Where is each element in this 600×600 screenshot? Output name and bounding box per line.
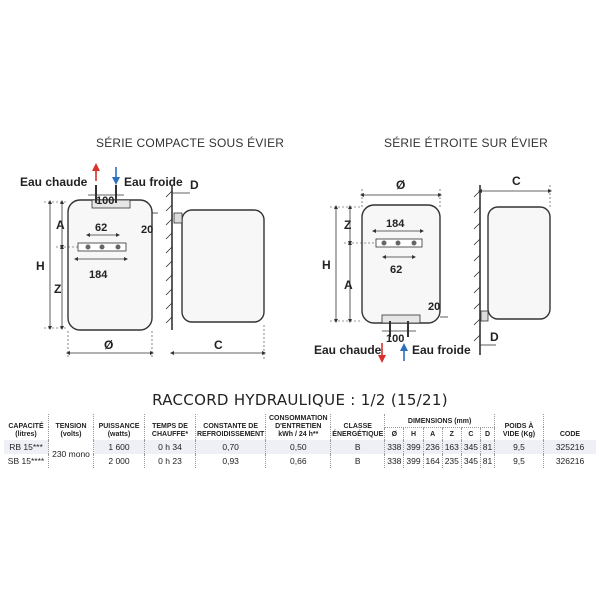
specs-table: CAPACITÉ (litres) TENSION (volts) PUISSA…	[4, 414, 596, 468]
th-consommation: CONSOMMATION D'ENTRETIEN kWh / 24 h**	[265, 414, 331, 440]
cell-puissance: 1 600	[93, 440, 145, 454]
right-diagram: Ø Eau chaude Eau froide 100 20 184 62 Z …	[314, 174, 552, 363]
cell-dim: 81	[480, 440, 495, 454]
th-classe: CLASSE ÉNERGÉTIQUE	[330, 414, 385, 440]
right-dim-h: H	[322, 258, 331, 272]
cell-poids: 9,5	[494, 440, 544, 454]
left-diagram-title: SÉRIE COMPACTE SOUS ÉVIER	[96, 136, 285, 150]
cell-dim: 81	[480, 454, 495, 468]
table-dim-header-row: Ø H A Z C D	[4, 427, 596, 440]
left-dim-184: 184	[89, 269, 108, 281]
cell-dim: 399	[403, 454, 424, 468]
left-hot-label: Eau chaude	[20, 175, 88, 189]
right-tank-bottom-band	[381, 314, 421, 324]
right-diagram-title: SÉRIE ÉTROITE SUR ÉVIER	[384, 136, 548, 150]
left-cold-label: Eau froide	[124, 175, 183, 189]
left-dim-z: Z	[54, 282, 61, 296]
table-header-row: CAPACITÉ (litres) TENSION (volts) PUISSA…	[4, 414, 596, 440]
right-dim-20: 20	[428, 301, 440, 313]
cell-constante: 0,93	[194, 454, 266, 468]
cell-dim: 338	[384, 454, 404, 468]
cell-dim: 163	[441, 440, 462, 454]
cell-dim: 345	[460, 454, 481, 468]
right-fitting-2	[395, 240, 401, 246]
right-dim-c: C	[512, 174, 521, 188]
cell-temps: 0 h 34	[144, 440, 196, 454]
cell-consommation: 0,50	[265, 440, 331, 454]
th-constante: CONSTANTE DE REFROIDISSEMENT	[194, 414, 266, 440]
right-fitting-3	[411, 240, 417, 246]
left-dim-h: H	[36, 259, 45, 273]
hydraulic-connection-subtitle: RACCORD HYDRAULIQUE : 1/2 (15/21)	[152, 391, 448, 409]
cell-dim: 345	[460, 440, 481, 454]
left-fitting-1	[85, 244, 91, 250]
left-dim-d: D	[190, 178, 199, 192]
cell-dim: 164	[422, 454, 443, 468]
cell-constante: 0,70	[194, 440, 266, 454]
th-dim-d: D	[480, 427, 495, 440]
left-dim-100: 100	[96, 195, 114, 207]
cell-consommation: 0,66	[265, 454, 331, 468]
th-dim-c: C	[460, 427, 481, 440]
cell-poids: 9,5	[494, 454, 544, 468]
left-dim-20: 20	[141, 224, 153, 236]
cell-puissance: 2 000	[93, 454, 145, 468]
th-tension: TENSION (volts)	[48, 414, 94, 440]
cell-capacite: RB 15***	[4, 440, 49, 454]
th-dim-z: Z	[441, 427, 462, 440]
th-dim-h: H	[403, 427, 424, 440]
right-tank-side	[487, 206, 551, 320]
right-fitting-1	[381, 240, 387, 246]
th-capacite: CAPACITÉ (litres)	[8, 423, 44, 438]
right-wall-hatch	[473, 190, 481, 342]
right-hot-label: Eau chaude	[314, 343, 382, 357]
th-dim-a: A	[422, 427, 443, 440]
cell-code: 325216	[543, 440, 596, 454]
cell-classe: B	[330, 440, 385, 454]
left-fitting-2	[99, 244, 105, 250]
left-dim-c: C	[214, 338, 223, 352]
cell-tension: 230 mono	[48, 440, 94, 468]
th-dimensions: DIMENSIONS (mm)	[384, 414, 495, 428]
right-dim-z: Z	[344, 218, 351, 232]
th-code: CODE	[543, 414, 596, 440]
th-poids: POIDS À VIDE (Kg)	[494, 414, 544, 440]
cell-temps: 0 h 23	[144, 454, 196, 468]
th-puissance: PUISSANCE (watts)	[93, 414, 145, 440]
left-dim-dia: Ø	[104, 338, 113, 352]
table-row: RB 15*** 230 mono 1 600 0 h 34 0,70 0,50…	[4, 440, 596, 468]
right-dim-62: 62	[390, 264, 402, 276]
left-tank-top-band	[91, 199, 131, 209]
right-cold-label: Eau froide	[412, 343, 471, 357]
left-tank-front	[67, 199, 153, 331]
left-diagram: Eau chaude Eau froide 100 20 62 184 A H …	[20, 163, 266, 359]
th-temps: TEMPS DE CHAUFFE*	[144, 414, 196, 440]
cell-dim: 235	[441, 454, 462, 468]
cell-code: 326216	[543, 454, 596, 468]
right-dim-a: A	[344, 278, 353, 292]
th-dim-dia: Ø	[384, 427, 404, 440]
table-row: SB 15**** 2 000 0 h 23 0,93 0,66 B 338 3…	[4, 454, 596, 468]
cell-classe: B	[330, 454, 385, 468]
left-tank-side	[181, 209, 265, 323]
right-tank-bracket	[480, 310, 489, 322]
right-dim-d: D	[490, 330, 499, 344]
left-fitting-3	[115, 244, 121, 250]
left-dim-a: A	[56, 218, 65, 232]
right-dim-dia: Ø	[396, 178, 405, 192]
left-dim-62: 62	[95, 222, 107, 234]
right-dim-100: 100	[386, 333, 404, 345]
left-wall-hatch	[165, 190, 173, 324]
right-dim-184: 184	[386, 218, 405, 230]
cell-dim: 399	[403, 440, 424, 454]
cell-dim: 338	[384, 440, 404, 454]
cell-dim: 236	[422, 440, 443, 454]
cell-capacite: SB 15****	[7, 456, 45, 466]
left-tank-bracket	[173, 212, 183, 224]
